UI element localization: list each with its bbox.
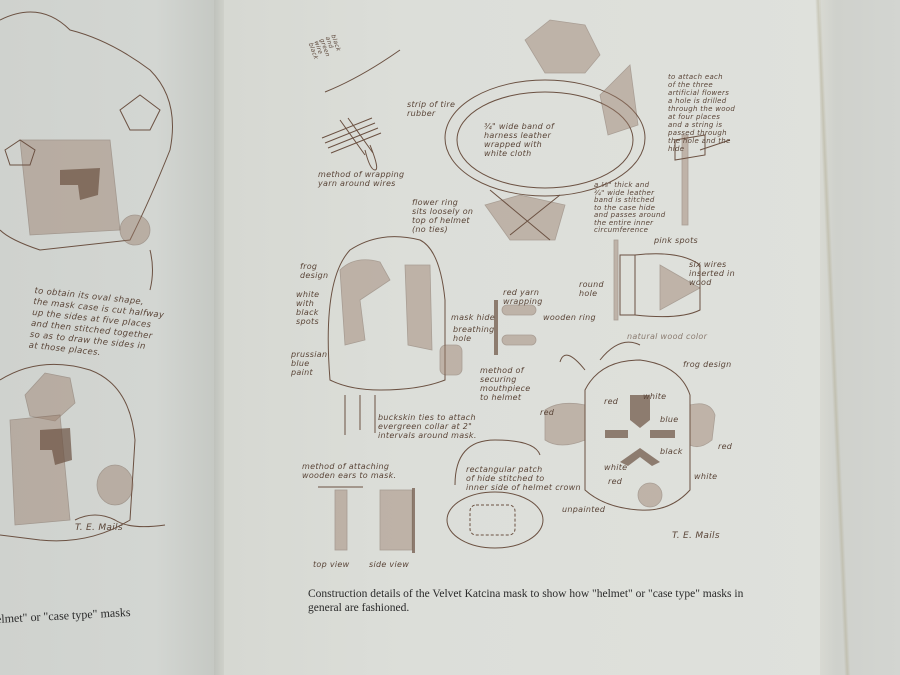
left-page-annotation: to obtain its oval shape, the mask case …: [28, 286, 165, 359]
label-round-hole: round hole: [579, 280, 604, 298]
label-mask-red-top: red: [604, 397, 619, 406]
label-leather-band: a ⅛" thick and ¾" wide leather band is s…: [594, 181, 666, 234]
left-page: [0, 0, 222, 675]
left-page-signature: T. E. Mails: [75, 523, 123, 533]
right-page-signature: T. E. Mails: [672, 531, 720, 541]
label-prussian-blue: prussian blue paint: [291, 350, 328, 377]
label-mouthpiece: method of securing mouthpiece to helmet: [480, 366, 531, 402]
left-mask-upper-sketch: [0, 11, 173, 291]
label-tire-rubber: strip of tire rubber: [407, 100, 456, 118]
label-side-view: side view: [369, 560, 410, 569]
label-wooden-ears: method of attaching wooden ears to mask.: [302, 462, 397, 480]
left-mask-lower-sketch: [0, 363, 166, 542]
label-breathing-hole: breathing hole: [453, 325, 495, 343]
wooden-ears-sketch: [318, 486, 415, 553]
label-red-yarn: red yarn wrapping: [503, 288, 543, 306]
label-pink-spots: pink spots: [654, 236, 698, 245]
label-frog-design-right: frog design: [683, 360, 732, 369]
label-mask-black: black: [660, 447, 683, 456]
label-six-wires: six wires inserted in wood: [689, 260, 735, 287]
label-buckskin-ties: buckskin ties to attach evergreen collar…: [378, 413, 477, 440]
right-page: [224, 0, 838, 675]
label-mask-hide: mask hide: [451, 313, 496, 322]
label-white-black-spots: white with black spots: [296, 290, 320, 326]
label-hide-patch: rectangular patch of hide stitched to in…: [466, 465, 581, 492]
label-mask-white-right: white: [694, 472, 718, 481]
label-top-view: top view: [313, 560, 350, 569]
label-mask-blue: blue: [660, 415, 679, 424]
label-wrapping-method: method of wrapping yarn around wires: [318, 170, 405, 188]
label-mask-red-lower: red: [608, 477, 623, 486]
label-mask-red-right-ear: red: [718, 442, 733, 451]
label-flower-ring: flower ring sits loosely on top of helme…: [412, 198, 474, 234]
label-mask-white-left: white: [604, 463, 628, 472]
mouthpiece-detail-sketch: [494, 300, 537, 355]
label-frog-design-left: frog design: [300, 262, 329, 280]
helmet-side-sketch: [327, 236, 463, 435]
yarn-wire-sketch: [321, 49, 401, 171]
hide-patch-sketch: [446, 439, 544, 549]
label-harness-band: ¾" wide band of harness leather wrapped …: [484, 122, 555, 158]
flower-ring-sketch: [444, 19, 646, 241]
snout-sketch: [613, 239, 701, 321]
label-mask-red-left-ear: red: [540, 408, 555, 417]
label-artificial-flowers: to attach each of the three artificial f…: [668, 73, 736, 153]
flower-attachment-sketch: [674, 134, 731, 226]
label-natural-wood: natural wood color: [627, 332, 708, 341]
figure-caption: Construction details of the Velvet Katci…: [308, 588, 744, 614]
label-mask-white-top: white: [643, 392, 667, 401]
front-mask-sketch: [544, 341, 716, 511]
label-mask-unpainted: unpainted: [562, 505, 606, 514]
label-wooden-ring: wooden ring: [543, 313, 596, 322]
